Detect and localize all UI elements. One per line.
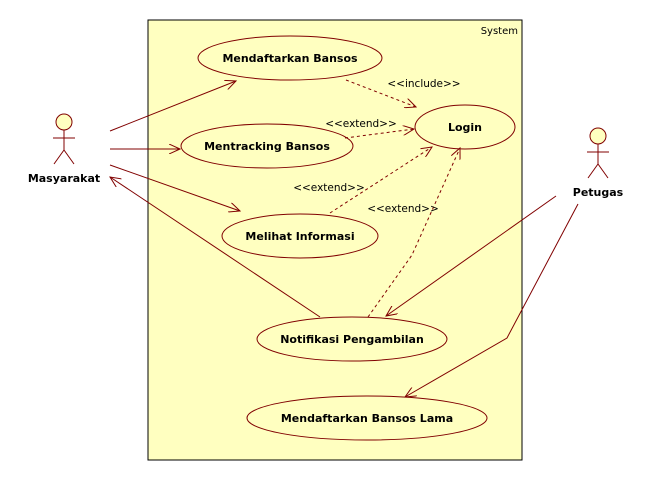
assoc-petugas-lama [405, 203, 579, 397]
usecase-notifikasi-pengambilan[interactable]: Notifikasi Pengambilan [256, 316, 448, 362]
usecase-mentracking-bansos-label: Mentracking Bansos [204, 140, 330, 153]
usecase-mendaftarkan-bansos[interactable]: Mendaftarkan Bansos [197, 35, 383, 81]
actor-masyarakat-head [55, 113, 73, 131]
extend-notifikasi-login [367, 148, 460, 318]
usecase-melihat-informasi[interactable]: Melihat Informasi [221, 213, 379, 259]
actor-masyarakat[interactable]: Masyarakat [28, 113, 100, 185]
usecase-login-label: Login [448, 121, 482, 134]
usecase-mendaftarkan-bansos-lama[interactable]: Mendaftarkan Bansos Lama [246, 395, 488, 441]
usecase-mentracking-bansos[interactable]: Mentracking Bansos [180, 123, 354, 169]
usecase-mendaftarkan-bansos-lama-label: Mendaftarkan Bansos Lama [281, 412, 453, 425]
actor-petugas-head [589, 127, 607, 145]
actor-petugas-label: Petugas [573, 186, 624, 199]
extend-label-notifikasi: <<extend>> [367, 203, 439, 215]
assoc-notifikasi-masyarakat [110, 177, 321, 318]
usecase-login[interactable]: Login [414, 104, 516, 150]
include-mendaftarkan-login [345, 79, 416, 107]
usecase-notifikasi-pengambilan-label: Notifikasi Pengambilan [280, 333, 424, 346]
extend-label-informasi: <<extend>> [293, 182, 365, 194]
system-label: System [481, 26, 518, 37]
extend-informasi-login [329, 147, 432, 214]
usecase-melihat-informasi-label: Melihat Informasi [245, 230, 354, 243]
usecase-mendaftarkan-bansos-label: Mendaftarkan Bansos [222, 52, 358, 65]
include-label: <<include>> [387, 78, 460, 90]
assoc-masyarakat-informasi [109, 164, 240, 211]
actor-masyarakat-label: Masyarakat [28, 172, 100, 185]
assoc-petugas-notifikasi [386, 195, 557, 316]
extend-label-tracking: <<extend>> [325, 118, 397, 130]
assoc-masyarakat-mendaftarkan [109, 81, 236, 132]
actor-petugas[interactable]: Petugas [573, 127, 624, 199]
